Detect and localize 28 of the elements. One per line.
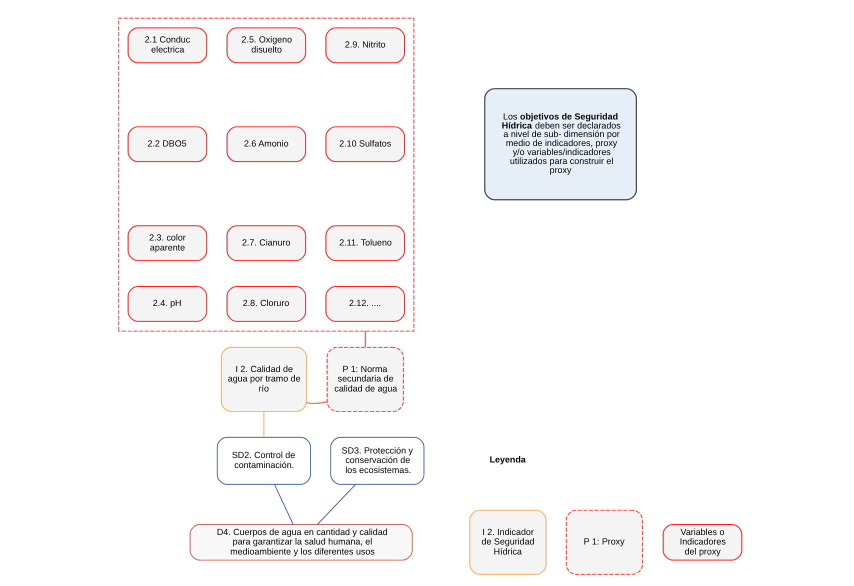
cluster <box>118 18 414 332</box>
node-box: SD2. Control de contaminación. <box>216 436 311 485</box>
node-box: 2.3. color aparente <box>128 225 208 262</box>
connector <box>364 330 366 348</box>
node-box: Variables o Indicadores del proxy <box>662 524 742 561</box>
node-box: 2.7. Cianuro <box>226 225 306 262</box>
node-box: SD3. Protección y conservación de los ecosistemas. <box>330 436 424 485</box>
node-box: 2.10 Sulfatos <box>325 126 405 162</box>
node-box: 2.2 DBO5 <box>128 126 208 162</box>
connector <box>263 411 264 438</box>
connector <box>274 484 294 525</box>
node-box: 2.12. .... <box>325 286 405 322</box>
node-box: 2.4. pH <box>128 286 208 322</box>
node-box: P 1: Proxy <box>566 510 643 575</box>
node-box: 2.6 Amonio <box>226 126 306 162</box>
node-box: 2.9. Nitrito <box>325 27 405 64</box>
connector <box>317 484 356 525</box>
node-box: I 2. Calidad de agua por tramo de río <box>220 346 307 412</box>
node-box: 2.8. Cloruro <box>226 286 306 322</box>
connector <box>306 402 328 404</box>
node-box: P 1: Norma secundaria de calidad de agua <box>326 346 404 412</box>
node-box: I 2. Indicador de Seguridad Hídrica <box>469 510 546 575</box>
node-box: Los objetivos de Seguridad Hídrica deben ser declarados a nivel de sub- dimensión por medio de indicadores, proxy y/o variables/indicadores utilizados para construir el proxy <box>484 88 637 200</box>
node-box: 2.1 Conduc electrica <box>128 27 208 64</box>
node-box: D4. Cuerpos de agua en cantidad y calidad para garantizar la salud humana, el medioambiente y los diferentes usos <box>190 524 413 561</box>
label: Leyenda <box>490 454 526 464</box>
node-box: 2.11. Tolueno <box>325 225 405 262</box>
node-box: 2.5. Oxigeno disuelto <box>226 27 306 64</box>
